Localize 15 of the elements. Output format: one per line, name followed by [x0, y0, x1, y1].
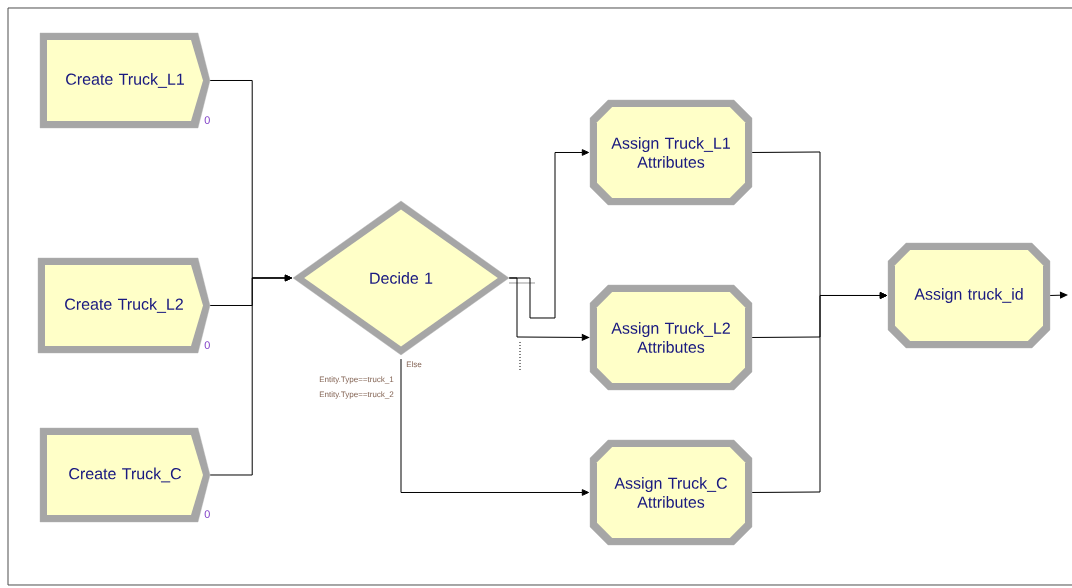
condition-label: Entity.Type==truck_2 — [318, 390, 395, 400]
connector — [400, 358, 590, 496]
assign-module: Assign Truck_L1 Attributes — [589, 99, 753, 206]
assign-module: Assign Truck_L2 Attributes — [589, 284, 753, 391]
connector — [209, 274, 293, 476]
condition-label: Entity.Type==truck_1 — [318, 375, 395, 385]
connector — [508, 277, 590, 341]
connector — [751, 292, 888, 493]
assign-module: Assign truck_id — [887, 242, 1051, 349]
edge-label: Else — [405, 360, 423, 369]
counter-label: 0 — [204, 341, 210, 349]
connector — [1049, 291, 1068, 299]
counter-label: 0 — [204, 510, 210, 518]
assign-module: Assign Truck_C Attributes — [589, 439, 753, 546]
counter-label: 0 — [204, 116, 210, 124]
